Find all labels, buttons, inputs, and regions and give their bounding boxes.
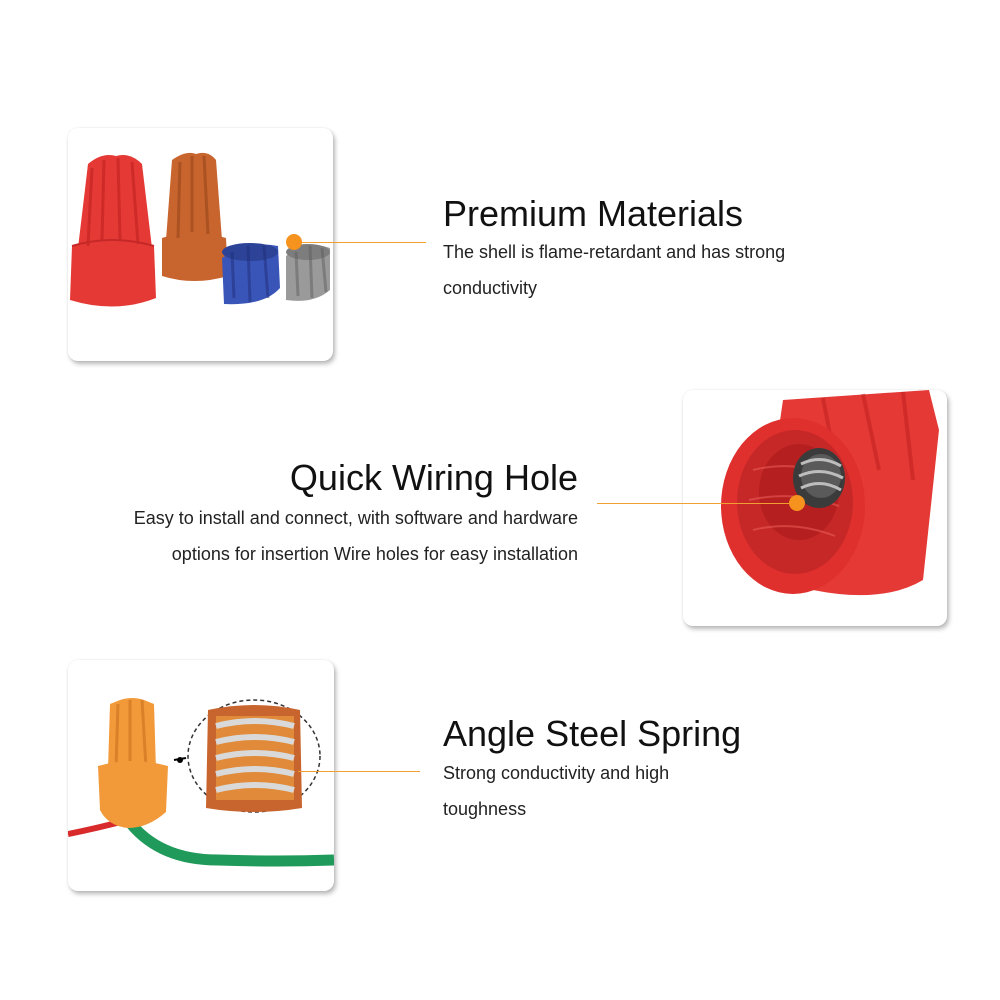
blue-connector xyxy=(222,243,280,305)
feature-title: Premium Materials xyxy=(443,193,744,234)
feature-description: Easy to install and connect, with softwa… xyxy=(133,508,578,564)
spring-cutaway-image xyxy=(68,698,334,867)
feature-title: Angle Steel Spring xyxy=(443,713,742,754)
callout-line-angle-steel-spring xyxy=(298,771,420,772)
red-connector-opening xyxy=(721,390,939,596)
product-image-quick-wiring-hole xyxy=(683,390,947,626)
product-image-angle-steel-spring xyxy=(68,660,334,891)
red-connector xyxy=(70,155,156,307)
callout-dot-quick-wiring-hole xyxy=(789,495,805,511)
orange-connector xyxy=(162,152,228,281)
feature-description: Strong conductivity and high toughness xyxy=(443,763,670,819)
feature-description: The shell is flame-retardant and has str… xyxy=(443,242,786,298)
feature-quick-wiring-hole: Quick Wiring Hole Easy to install and co… xyxy=(130,458,578,572)
spring-cutaway-circle xyxy=(187,699,321,813)
connector-opening-image xyxy=(721,390,939,596)
callout-line-premium-materials xyxy=(294,242,426,243)
feature-angle-steel-spring: Angle Steel Spring Strong conductivity a… xyxy=(443,714,743,827)
wire-connector-set-image xyxy=(70,152,330,307)
orange-connector xyxy=(98,698,168,828)
feature-title: Quick Wiring Hole xyxy=(289,457,578,498)
green-wire xyxy=(123,816,334,867)
gray-connector xyxy=(286,244,330,301)
feature-premium-materials: Premium Materials The shell is flame-ret… xyxy=(443,194,873,306)
callout-dot-premium-materials xyxy=(286,234,302,250)
callout-line-quick-wiring-hole xyxy=(597,503,797,504)
